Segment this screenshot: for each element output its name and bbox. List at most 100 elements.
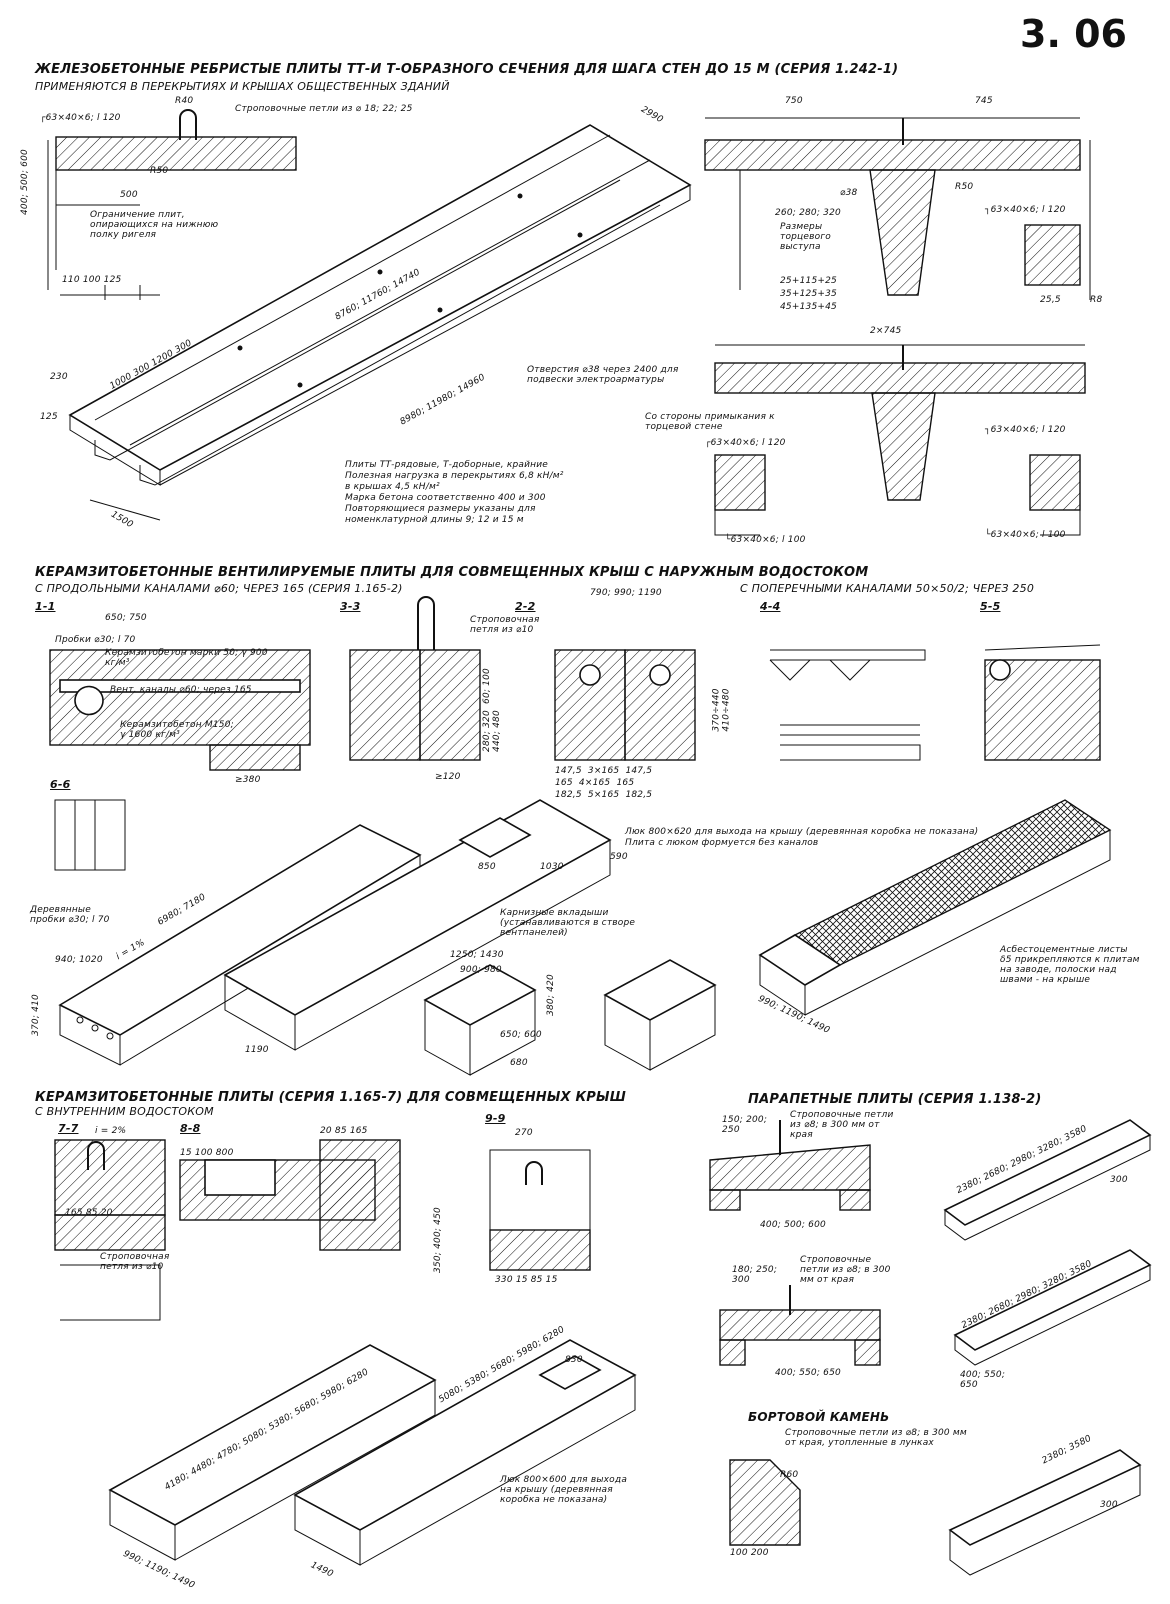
section-3-3-label: 3-3 <box>340 600 361 613</box>
vent-section-5-5 <box>984 644 1101 761</box>
curb-r60: R60 <box>780 1470 799 1480</box>
tt-d230: 230 <box>50 372 68 382</box>
tt-ang2: ┐63×40×6; l 120 <box>985 205 1066 215</box>
tt-holes-note: Отверстия ⌀38 через 2400 для подвески эл… <box>527 365 679 385</box>
int-d800: 15 100 800 <box>180 1148 234 1158</box>
vent-sub-left: с продольными каналами ⌀60; через 165 (с… <box>35 582 403 595</box>
int-subtitle: с внутренним водостоком <box>35 1105 214 1118</box>
vent-sub-right: с поперечными каналами 50×50/2; через 25… <box>740 582 1035 595</box>
curb-stone-section <box>729 1449 1142 1576</box>
tt-loops: Строповочные петли из ⌀ 18; 22; 25 <box>235 104 413 114</box>
int-title: Керамзитобетонные плиты (серия 1.165-7) … <box>35 1090 626 1105</box>
tt-ang4: └63×40×6; l 100 <box>725 535 806 545</box>
vent-w1190: 1190 <box>245 1045 269 1055</box>
tt-cross-section <box>704 117 1091 300</box>
parapet-loops2: Строповочные петли из ⌀8; в 300 мм от кр… <box>800 1255 891 1285</box>
vent-d1030: 1030 <box>540 862 564 872</box>
tt-ang3: ┌63×40×6; l 120 <box>705 438 786 448</box>
tt-d125: 125 <box>40 412 58 422</box>
tt-dim-500: 500 <box>120 190 138 200</box>
parapet-section-1 <box>709 1120 871 1211</box>
tt-ang5: ┐63×40×6; l 120 <box>985 425 1066 435</box>
curb-d100: 100 200 <box>730 1548 769 1558</box>
vent-keram: Керамзитобетон марки 50; γ 900 кг/м³ <box>105 648 268 668</box>
section-5-5-label: 5-5 <box>980 600 1001 613</box>
tt-subtitle: Применяются в перекрытиях и крышах общес… <box>35 80 450 93</box>
vent-d940: 940; 1020 <box>55 955 103 965</box>
section-1-1-label: 1-1 <box>35 600 56 613</box>
vent-d1250: 1250; 1430 <box>450 950 504 960</box>
tt-nib: 260; 280; 320 <box>775 208 841 218</box>
int-slab-isometric-1 <box>108 1344 437 1561</box>
parapet-loops1: Строповочные петли из ⌀8; в 300 мм от кр… <box>790 1110 894 1140</box>
tt-limit-note: Ограничение плит, опирающихся на нижнюю … <box>90 210 219 240</box>
parapet-d150: 150; 200; 250 <box>722 1115 768 1135</box>
vent-d590: 590 <box>610 852 628 862</box>
int-d165: 165 85 20 <box>65 1208 113 1218</box>
parapet-d400b: 400; 550; 650 <box>775 1368 841 1378</box>
vent-section-6-6 <box>54 799 126 871</box>
tt-title: Железобетонные ребристые плиты ТТ-и Т-об… <box>35 62 899 77</box>
section-2-2-label: 2-2 <box>515 600 536 613</box>
parapet-d180: 180; 250; 300 <box>732 1265 778 1285</box>
tt-slab-isometric <box>68 124 692 521</box>
vent-cornice: Карнизные вкладыши (устанавливаются в ст… <box>500 908 636 938</box>
vent-title: Керамзитобетонные вентилируемые плиты дл… <box>35 565 869 580</box>
int-d830: 830 <box>565 1355 583 1365</box>
int-slab-isometric-2 <box>293 1339 637 1566</box>
tt-notes: Плиты ТТ-рядовые, Т-доборные, крайние По… <box>345 460 564 525</box>
tt-sec2-top: 2×745 <box>870 326 902 336</box>
vent-section-4-4 <box>769 649 926 761</box>
vent-dim120: ≥120 <box>435 772 461 782</box>
cornice-insert-2 <box>603 959 717 1071</box>
parapet-d400: 400; 500; 600 <box>760 1220 826 1230</box>
tt-r50b: R50 <box>955 182 974 192</box>
vent-channels: Вент. каналы ⌀60; через 165 <box>110 685 252 695</box>
curb-d300: 300 <box>1100 1500 1118 1510</box>
tt-ang6: └63×40×6; l 100 <box>985 530 1066 540</box>
curb-loops: Строповочные петли из ⌀8; в 300 мм от кр… <box>785 1428 967 1448</box>
int-loop: Строповочная петля из ⌀10 <box>100 1252 170 1272</box>
int-section-7-7 <box>54 1139 166 1321</box>
vent-asbest: Асбестоцементные листы δ5 прикрепляются … <box>1000 945 1140 985</box>
vent-sub22: 147,5 3×165 147,5 165 4×165 165 182,5 5×… <box>555 766 653 800</box>
vent-plugs2: Деревянные пробки ⌀30; l 70 <box>30 905 110 925</box>
section-6-6-label: 6-6 <box>50 778 71 791</box>
asbestos-slab <box>758 799 1112 1016</box>
cornice-insert-1 <box>423 964 537 1076</box>
vent-keram2: Керамзитобетон М150; γ 1600 кг/м³ <box>120 720 234 740</box>
section-4-4-label: 4-4 <box>760 600 781 613</box>
vent-h33: 280; 320 60; 100 440; 480 <box>481 668 502 752</box>
int-d270: 270 <box>515 1128 533 1138</box>
parapet-title: Парапетные плиты (серия 1.138-2) <box>748 1092 1042 1107</box>
vent-dim790: 790; 990; 1190 <box>590 588 662 598</box>
vent-loop22: Строповочная петля из ⌀10 <box>470 615 540 635</box>
parapet-d300: 300 <box>1110 1175 1128 1185</box>
vent-d380: 380; 420 <box>545 974 556 1016</box>
int-hatch: Люк 800×600 для выхода на крышу (деревян… <box>500 1475 628 1505</box>
tt-angle-note: ┌63×40×6; l 120 <box>40 113 121 123</box>
vent-h22: 370÷440 410÷480 <box>711 688 732 732</box>
tt-nib-note: Размеры торцевого выступа <box>780 222 831 252</box>
tt-ribs: 25+115+25 35+125+35 45+135+45 <box>780 276 837 312</box>
vent-h370: 370; 410 <box>30 994 41 1036</box>
tt-side-note: Со стороны примыкания к торцевой стене <box>645 412 775 432</box>
curb-title: Бортовой камень <box>748 1410 890 1424</box>
int-section-8-8 <box>179 1139 401 1251</box>
int-d330: 330 15 85 15 <box>495 1275 558 1285</box>
tt-phi38: ⌀38 <box>840 188 858 198</box>
tt-height: 400; 500; 600 <box>20 149 30 215</box>
parapet-d550: 400; 550; 650 <box>960 1370 1006 1390</box>
vent-section-2-2 <box>554 649 696 761</box>
int-slope: i = 2% <box>95 1126 127 1136</box>
section-8-8-label: 8-8 <box>180 1122 201 1135</box>
tt-sec-top2: 745 <box>975 96 993 106</box>
tt-r50: R50 <box>150 166 169 176</box>
vent-dim380: ≥380 <box>235 775 261 785</box>
page-number: 3. 06 <box>1020 12 1127 56</box>
int-h350: 350; 400; 450 <box>432 1207 443 1273</box>
parapet-isometric-1 <box>943 1119 1152 1241</box>
vent-d680: 680 <box>510 1058 528 1068</box>
